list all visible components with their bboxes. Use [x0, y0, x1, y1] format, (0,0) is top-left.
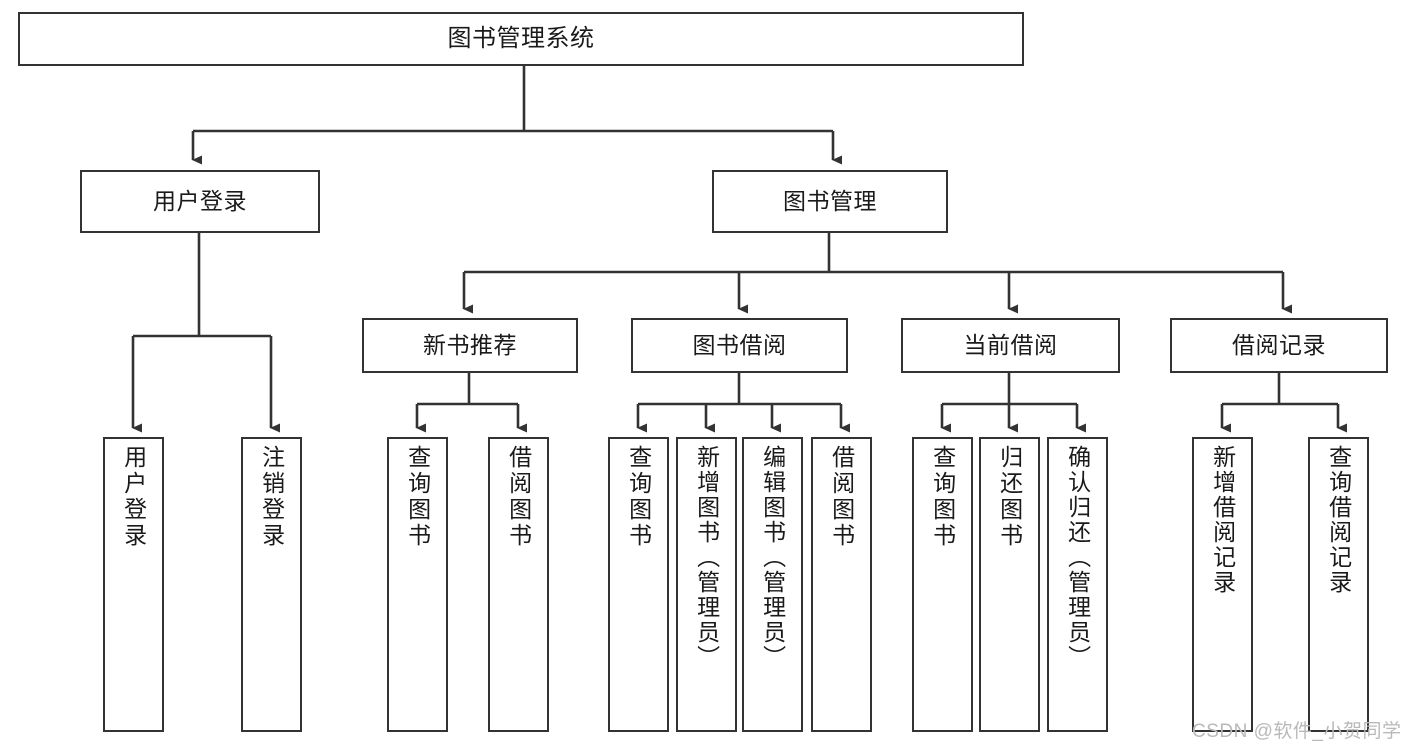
leaf-confirm-return-admin[interactable]: 确认归还（管理员）	[1047, 437, 1108, 732]
node-label: 用户登录	[153, 187, 247, 214]
leaf-return-book[interactable]: 归还图书	[979, 437, 1040, 732]
node-label: 当前借阅	[963, 331, 1058, 358]
node-label: 图书管理	[783, 187, 877, 214]
node-label: 查询图书	[404, 445, 431, 549]
leaf-borrow-book-2[interactable]: 借阅图书	[811, 437, 872, 732]
node-label: 借阅记录	[1232, 331, 1326, 358]
node-root-system[interactable]: 图书管理系统	[18, 12, 1024, 66]
node-label: 确认归还（管理员）	[1064, 445, 1091, 670]
leaf-user-login[interactable]: 用户登录	[103, 437, 164, 732]
node-label: 查询借阅记录	[1325, 445, 1352, 595]
node-label: 图书管理系统	[447, 24, 595, 52]
node-label: 归还图书	[996, 445, 1023, 549]
csdn-watermark: CSDN @软件_小贺同学	[1192, 721, 1402, 742]
node-label: 新增图书（管理员）	[693, 445, 720, 670]
node-label: 查询图书	[929, 445, 956, 549]
node-label: 编辑图书（管理员）	[759, 445, 786, 670]
node-label: 借阅图书	[505, 445, 532, 549]
leaf-query-book-2[interactable]: 查询图书	[608, 437, 669, 732]
leaf-add-borrow-record[interactable]: 新增借阅记录	[1192, 437, 1253, 732]
leaf-logout-login[interactable]: 注销登录	[241, 437, 302, 732]
node-label: 借阅图书	[828, 445, 855, 549]
node-current-borrow[interactable]: 当前借阅	[901, 318, 1120, 373]
node-label: 新增借阅记录	[1209, 445, 1236, 595]
node-new-book-recommend[interactable]: 新书推荐	[362, 318, 578, 373]
node-borrow-record[interactable]: 借阅记录	[1170, 318, 1388, 373]
leaf-query-book-1[interactable]: 查询图书	[387, 437, 448, 732]
node-label: 用户登录	[120, 445, 147, 549]
leaf-query-borrow-record[interactable]: 查询借阅记录	[1308, 437, 1369, 732]
node-label: 图书借阅	[692, 331, 787, 358]
node-label: 注销登录	[258, 445, 285, 549]
node-book-manage[interactable]: 图书管理	[712, 170, 948, 233]
node-label: 查询图书	[625, 445, 652, 549]
leaf-query-book-3[interactable]: 查询图书	[912, 437, 973, 732]
node-user-login[interactable]: 用户登录	[80, 170, 320, 233]
leaf-edit-book-admin[interactable]: 编辑图书（管理员）	[742, 437, 803, 732]
leaf-add-book-admin[interactable]: 新增图书（管理员）	[676, 437, 737, 732]
node-book-borrow[interactable]: 图书借阅	[631, 318, 848, 373]
leaf-borrow-book-1[interactable]: 借阅图书	[488, 437, 549, 732]
node-label: 新书推荐	[423, 331, 517, 358]
